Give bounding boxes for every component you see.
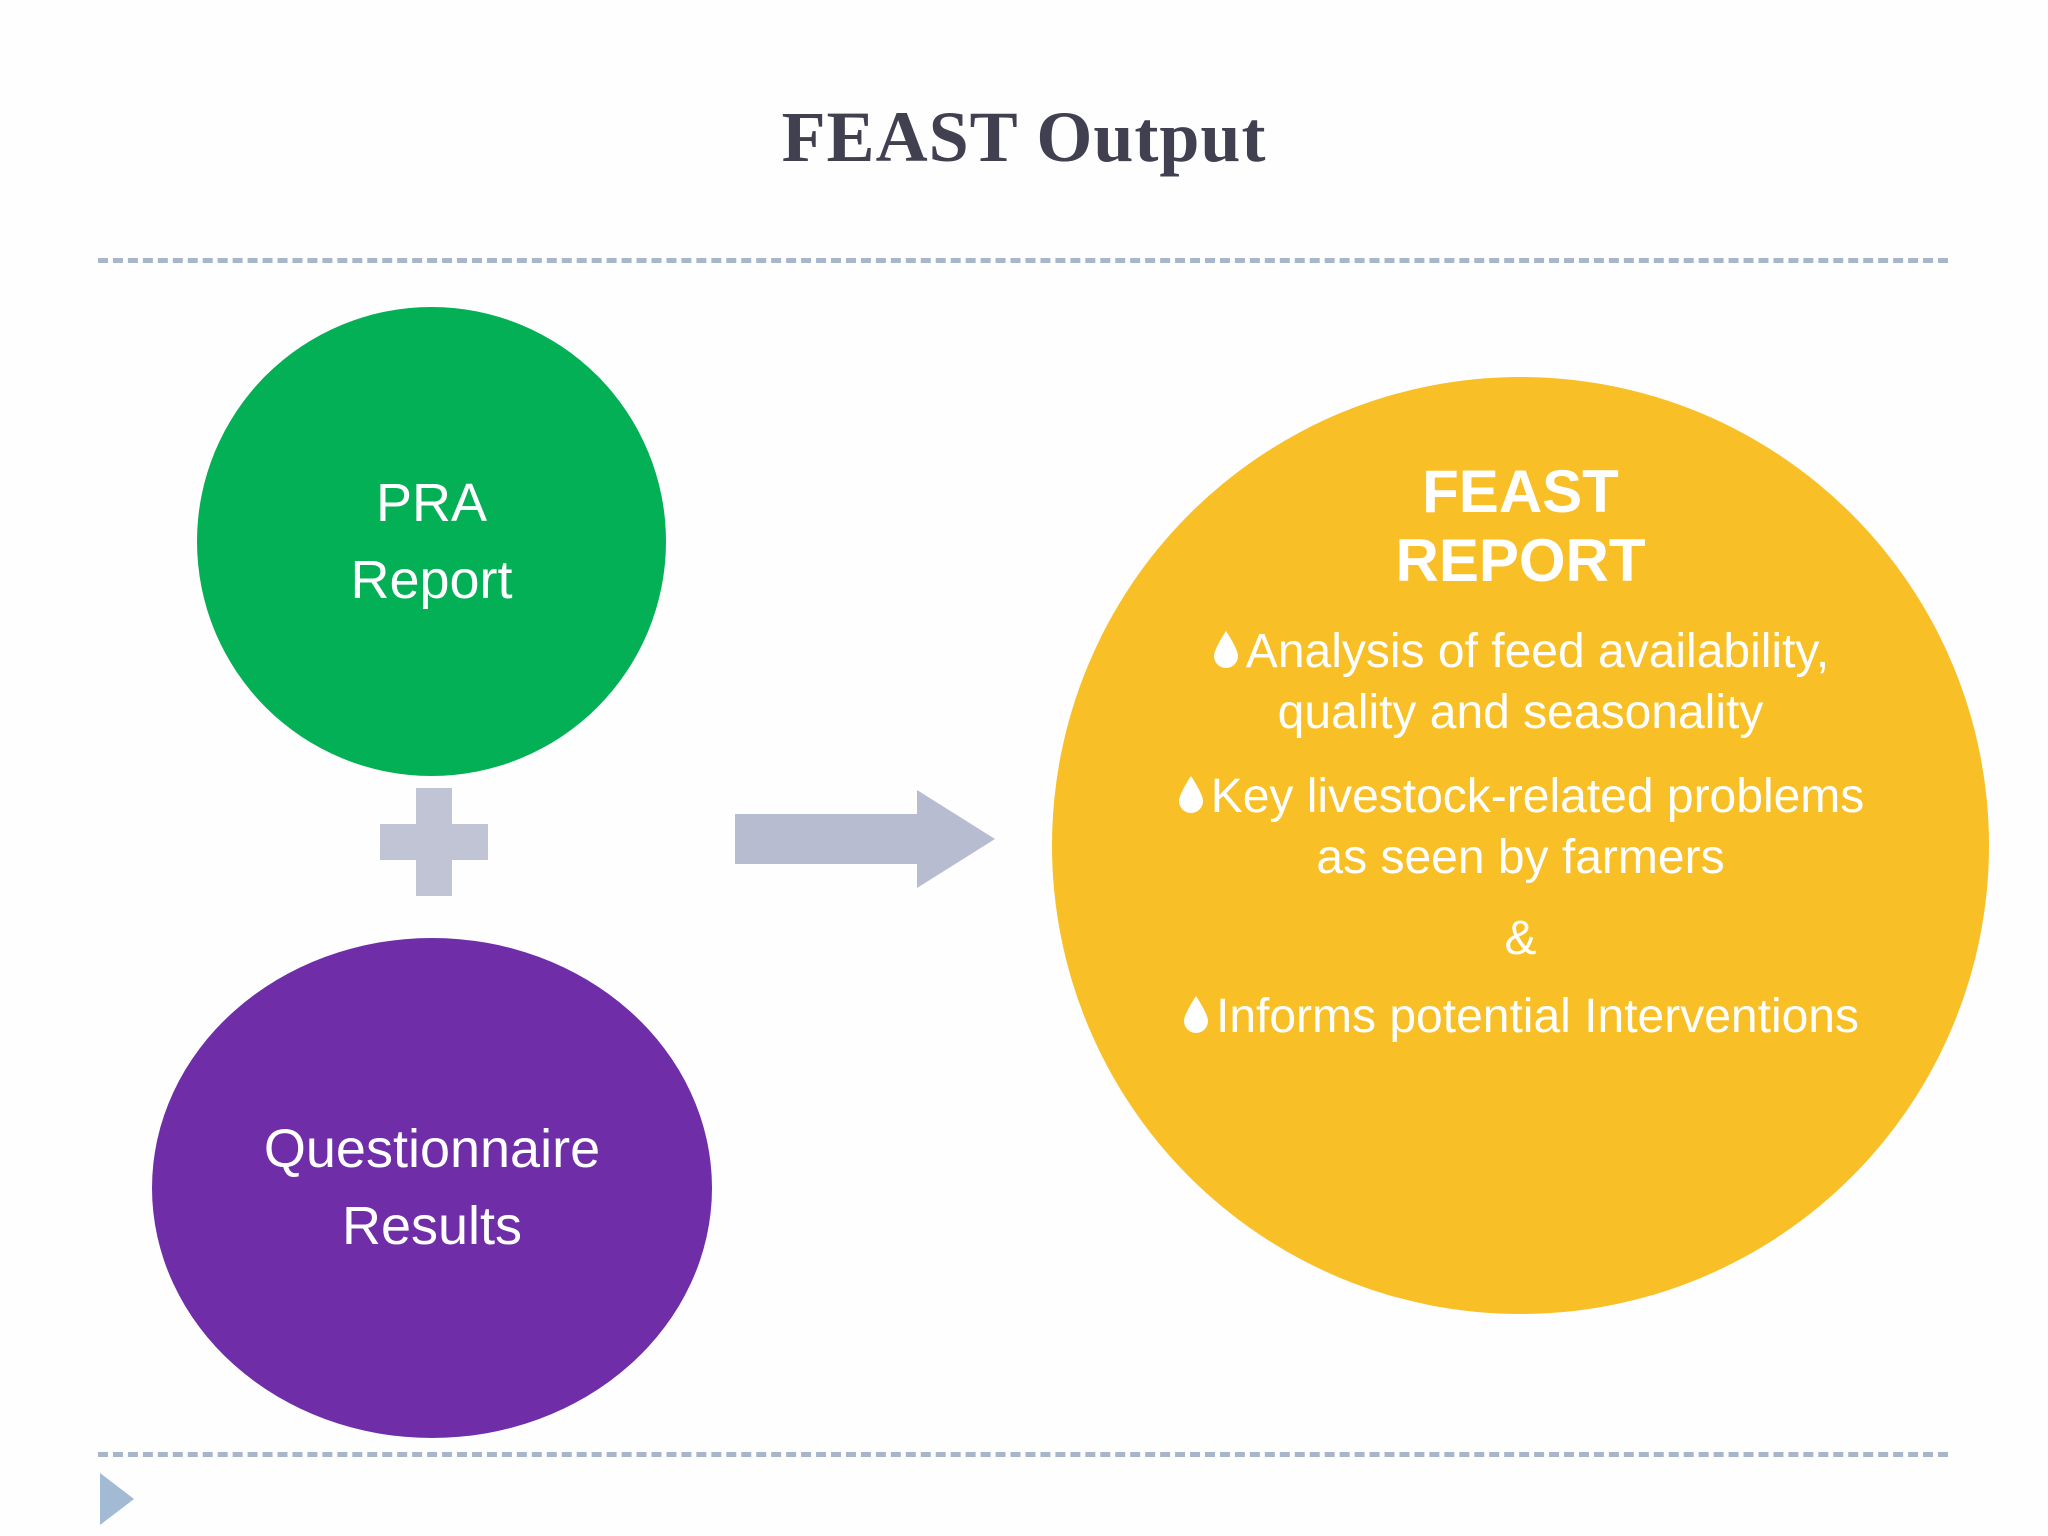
feast-report-node: FEAST REPORT Analysis of feed availabili… bbox=[1052, 377, 1989, 1314]
droplet-icon bbox=[1182, 990, 1210, 1049]
feast-report-bullet-1: Analysis of feed availability, quality a… bbox=[1160, 623, 1881, 742]
feast-report-bullet-3: Informs potential Interventions bbox=[1182, 988, 1859, 1049]
feast-report-bullet-3-text: Informs potential Interventions bbox=[1215, 989, 1859, 1043]
plus-icon-vertical-bar bbox=[416, 788, 452, 896]
questionnaire-results-node: Questionnaire Results bbox=[152, 938, 712, 1438]
feast-report-bullet-1-text: Analysis of feed availability, quality a… bbox=[1245, 625, 1830, 739]
divider-top bbox=[98, 258, 1948, 263]
feast-report-heading: FEAST REPORT bbox=[1395, 458, 1646, 594]
questionnaire-results-line1: Questionnaire bbox=[263, 1119, 601, 1180]
pra-report-line1: PRA bbox=[375, 472, 488, 533]
page-title: FEAST Output bbox=[781, 97, 1267, 177]
plus-icon bbox=[380, 788, 488, 896]
pra-report-line2: Report bbox=[350, 549, 513, 610]
feast-report-bullet-2-text: Key livestock-related problems as seen b… bbox=[1210, 770, 1865, 884]
droplet-icon bbox=[1212, 625, 1240, 684]
right-arrow-icon bbox=[735, 790, 995, 888]
droplet-icon-svg bbox=[1178, 776, 1203, 814]
right-arrow-svg bbox=[735, 790, 995, 888]
droplet-icon-svg bbox=[1183, 995, 1208, 1033]
feast-report-conjunction: & bbox=[1504, 912, 1537, 966]
divider-bottom bbox=[98, 1452, 1948, 1457]
questionnaire-results-line2: Results bbox=[341, 1196, 523, 1256]
pra-report-node: PRA Report bbox=[197, 307, 666, 776]
droplet-icon bbox=[1177, 770, 1205, 829]
play-triangle-icon bbox=[100, 1473, 134, 1525]
droplet-icon-svg bbox=[1213, 631, 1238, 668]
feast-report-bullet-2: Key livestock-related problems as seen b… bbox=[1160, 768, 1881, 887]
